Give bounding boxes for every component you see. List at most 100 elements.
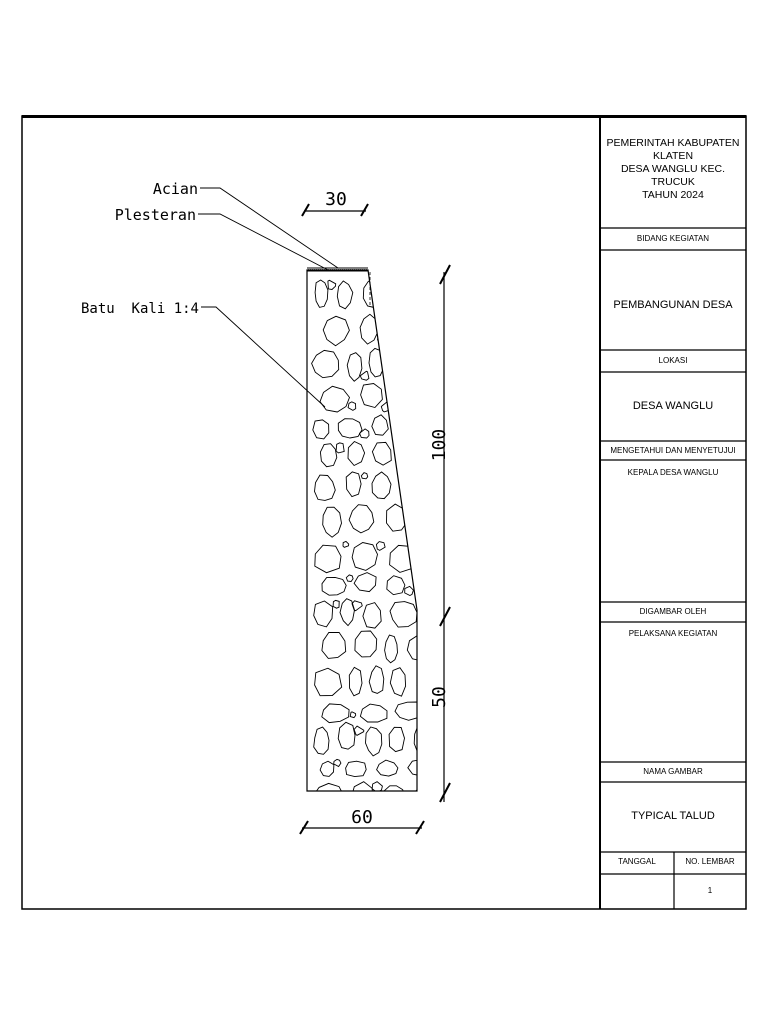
stone [371,471,392,500]
nama-gambar-value: TYPICAL TALUD [631,810,715,822]
stone [350,781,374,791]
stone [414,783,417,791]
stone-small [351,600,363,612]
stone-pattern [311,279,442,806]
bidang-label: BIDANG KEGIATAN [636,234,710,243]
stone [383,785,406,791]
stone [314,667,343,697]
stone-small [359,370,370,381]
stone [322,315,350,347]
wall-section [306,267,442,806]
stone [360,383,383,409]
stone [365,726,383,757]
stone [359,313,379,345]
wall-outline [306,269,418,792]
stone [376,759,399,777]
stone [348,666,363,697]
stone-small [371,781,383,791]
stone-small [375,541,386,551]
stone [312,782,345,791]
stone-small [333,758,342,768]
stone-small [353,725,365,736]
stone [386,575,406,596]
stone [319,443,338,468]
stone [314,279,329,308]
stone [313,726,330,755]
mengetahui-value: KEPALA DESA WANGLU [627,468,719,477]
stone [394,701,417,721]
stone [312,419,330,440]
stone-small [380,401,392,413]
no-lembar-value: 1 [707,886,713,895]
stone-small [428,768,437,777]
stone [368,665,385,694]
stone [406,634,417,662]
header-line-4: TAHUN 2024 [642,189,704,201]
stone [348,504,375,534]
nama-gambar-label: NAMA GAMBAR [643,767,703,776]
stone [314,544,342,574]
stone-small [434,799,440,806]
stone [354,630,378,658]
stone-small [342,540,350,548]
label-plesteran: Plesteran [115,206,196,224]
stone [319,760,335,777]
stone [368,347,385,378]
stone [388,726,405,753]
stone [314,474,336,501]
stone [313,600,334,628]
stone [400,443,417,468]
header-block: PEMERINTAH KABUPATEN KLATEN DESA WANGLU … [600,137,746,202]
label-batu-kali: Batu Kali 1:4 [81,301,199,317]
stone-small [360,472,369,480]
stone-small [432,587,442,597]
dim-top-width: 30 [325,189,347,210]
stone [413,725,417,752]
stone [359,703,388,723]
leader-lines [198,187,339,408]
stone-small [347,401,357,411]
bidang-value: PEMBANGUNAN DESA [613,299,733,311]
stone [319,385,351,413]
no-lembar-label: NO. LEMBAR [685,857,735,866]
digambar-value: PELAKSANA KEGIATAN [628,629,718,638]
stone [351,542,378,571]
stone-small [435,652,442,659]
stone-small [349,711,357,719]
title-block-grid [600,227,746,909]
stone [322,506,342,538]
stone [321,703,350,724]
stone [346,352,363,382]
stone [384,634,398,664]
stone-small [404,585,414,597]
stone [371,441,392,466]
stone-small [345,574,354,582]
stone [389,667,407,697]
dimension-lines [299,203,451,835]
header-line-1: PEMERINTAH KABUPATEN [606,137,740,149]
stone-small [418,600,424,606]
stone [345,471,362,498]
stone [337,418,363,439]
stone [337,721,356,750]
stone [389,544,417,573]
stone-small [332,599,340,609]
stone [371,414,389,436]
stone [414,575,417,597]
stone [321,631,347,659]
dim-upper-height: 100 [429,429,450,462]
stone [336,280,354,310]
stone-small [327,279,337,290]
header-line-3: DESA WANGLU KEC. TRUCUK [620,163,726,188]
stone [311,349,340,379]
dim-base-width: 60 [351,807,373,828]
stone [389,601,417,628]
stone [353,572,377,593]
digambar-label: DIGAMBAR OLEH [639,607,707,616]
mengetahui-label: MENGETAHUI DAN MENYETUJUI [610,446,736,455]
stone [393,387,410,412]
stone [345,760,367,778]
tanggal-label: TANGGAL [618,857,656,866]
stone [321,577,347,596]
